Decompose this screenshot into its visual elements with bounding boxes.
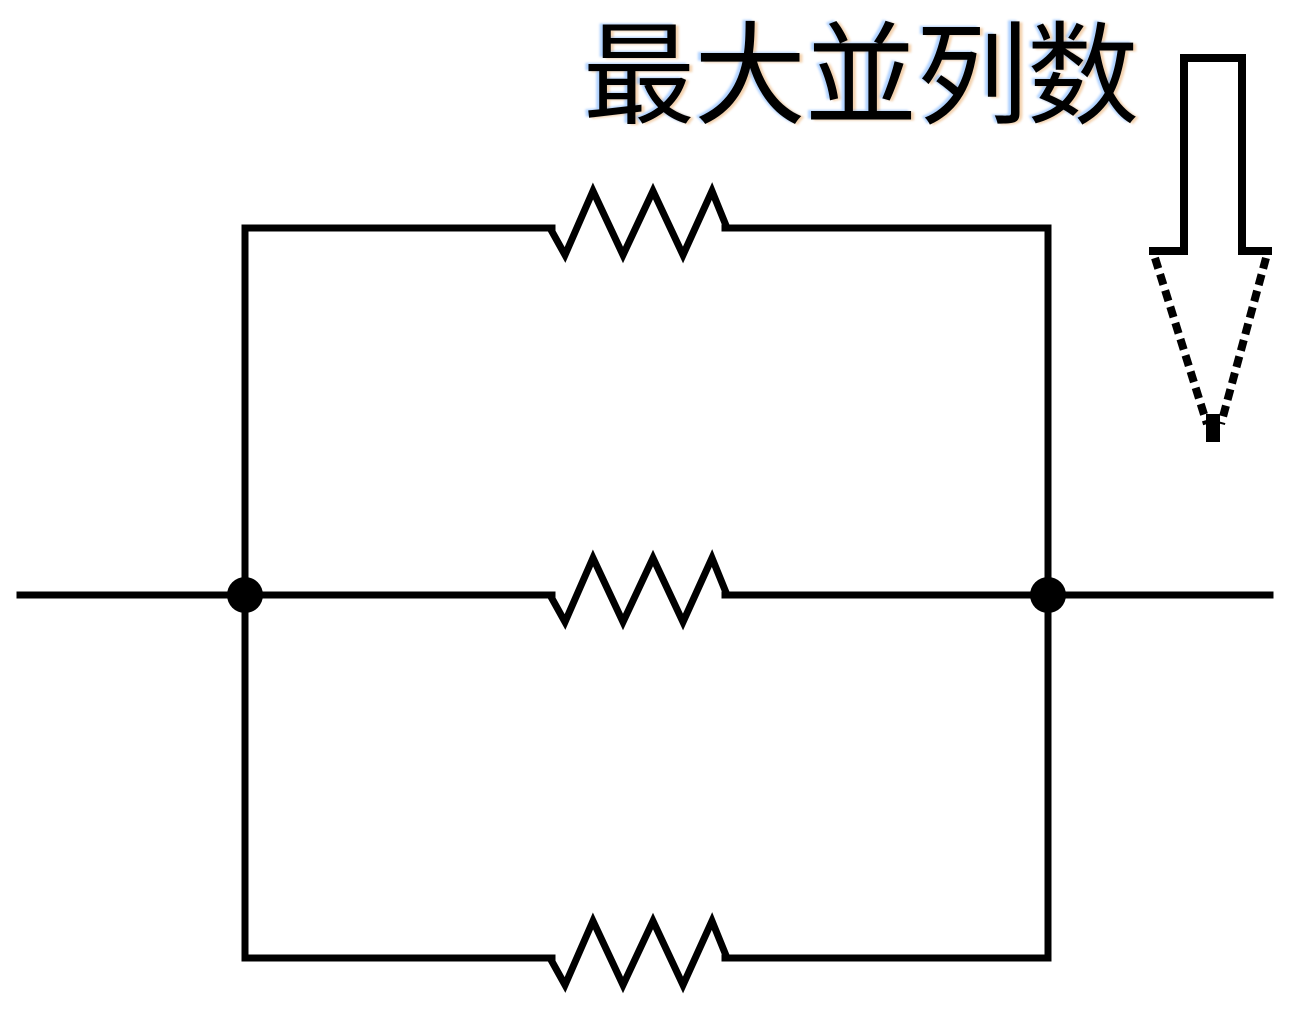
junction-dot-right	[1030, 577, 1066, 613]
resistor-zigzag-icon	[546, 182, 731, 264]
resistor-top	[546, 182, 731, 264]
resistor-middle	[546, 549, 731, 631]
max-parallel-count-label: 最大並列数	[583, 12, 1139, 142]
junction-dot-left	[227, 577, 263, 613]
down-arrow-head-right-edge	[1217, 256, 1270, 426]
resistor-bottom	[546, 912, 731, 994]
resistor-zigzag-icon	[546, 912, 731, 994]
down-arrow-head-left-edge	[1151, 256, 1211, 426]
resistor-zigzag-icon	[546, 549, 731, 631]
down-arrow-icon	[1149, 54, 1272, 442]
down-arrow-tip	[1206, 414, 1220, 442]
down-arrow-shaft	[1149, 54, 1272, 255]
